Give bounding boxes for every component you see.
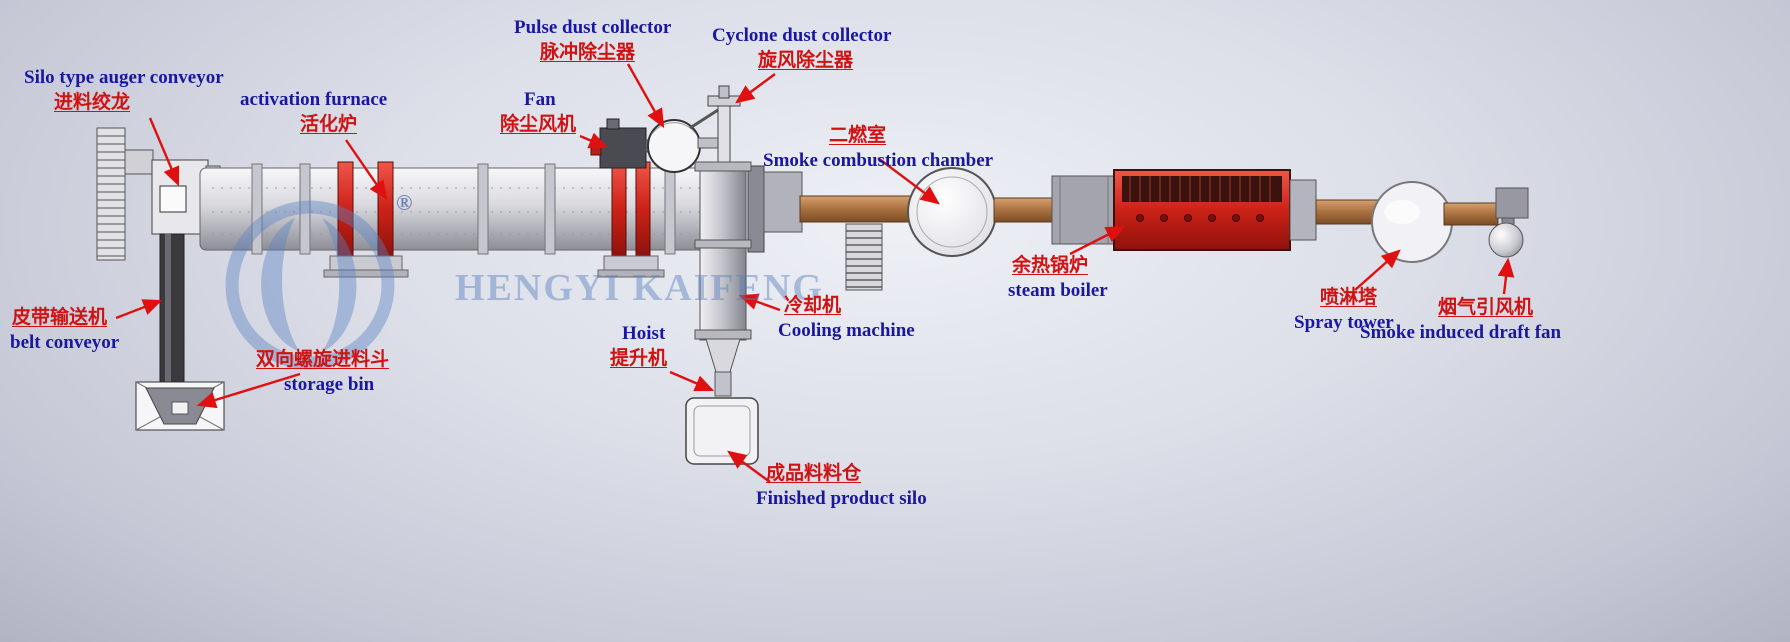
label-spray-tower: 喷淋塔 Spray tower — [1294, 286, 1394, 335]
label-en-spray-tower: Spray tower — [1294, 311, 1394, 333]
label-belt-conveyor: 皮带输送机 belt conveyor — [10, 306, 119, 355]
bucket-elevator-drawing — [96, 127, 154, 261]
label-smoke-induced-draft-fan: 烟气引风机 Smoke induced draft fan — [1360, 296, 1561, 345]
label-hoist: Hoist 提升机 — [610, 322, 667, 371]
label-en-combustion-chamber: Smoke combustion chamber — [763, 149, 994, 171]
label-en-finished-product-silo: Finished product silo — [756, 487, 927, 509]
label-en-pulse-dust-collector: Pulse dust collector — [514, 17, 672, 38]
label-arrows — [115, 63, 1515, 483]
label-zh-fan: 除尘风机 — [500, 113, 577, 135]
label-zh-belt-conveyor: 皮带输送机 — [12, 307, 108, 328]
label-zh-pulse-dust-collector: 脉冲除尘器 — [540, 41, 636, 63]
combustion-chamber-drawing — [907, 167, 1057, 257]
label-silo-type-auger-conveyor: Silo type auger conveyor 进料绞龙 — [24, 66, 224, 115]
label-en-steam-boiler: steam boiler — [1008, 279, 1108, 301]
boiler-outlet-pipe-drawing — [1315, 199, 1381, 225]
label-zh-cyclone-dust-collector: 旋风除尘器 — [758, 49, 854, 71]
cyclone-dust-collector-drawing — [689, 85, 741, 169]
label-zh-steam-boiler: 余热锅炉 — [1012, 255, 1089, 276]
registered-trademark-symbol: ® — [396, 190, 413, 215]
label-zh-induced-draft-fan: 烟气引风机 — [1438, 297, 1534, 318]
label-cyclone-dust-collector: Cyclone dust collector 旋风除尘器 — [712, 24, 891, 73]
kiln-outlet-drawing — [747, 165, 915, 291]
label-zh-cooling-machine: 冷却机 — [784, 295, 842, 316]
label-zh-storage-bin: 双向螺旋进料斗 — [256, 349, 390, 370]
label-zh-spray-tower: 喷淋塔 — [1320, 287, 1378, 308]
label-zh-silo-auger: 进料绞龙 — [54, 91, 131, 113]
label-cooling-machine: 冷却机 Cooling machine — [778, 294, 915, 343]
label-finished-product-silo: 成品料料仓 Finished product silo — [756, 462, 927, 511]
label-en-storage-bin: storage bin — [284, 373, 375, 395]
label-en-cyclone-dust-collector: Cyclone dust collector — [712, 25, 892, 46]
label-en-hoist: Hoist — [622, 323, 666, 344]
steam-boiler-drawing — [1051, 169, 1317, 251]
label-en-belt-conveyor: belt conveyor — [10, 331, 120, 353]
label-zh-combustion-chamber: 二燃室 — [829, 125, 887, 146]
label-en-silo-auger: Silo type auger conveyor — [24, 67, 224, 88]
watermark-logo — [225, 200, 395, 370]
label-en-activation-furnace: activation furnace — [240, 89, 388, 110]
label-steam-boiler: 余热锅炉 steam boiler — [1008, 254, 1108, 303]
label-en-induced-draft-fan: Smoke induced draft fan — [1360, 321, 1562, 343]
label-smoke-combustion-chamber: 二燃室 Smoke combustion chamber — [763, 124, 993, 173]
label-en-fan: Fan — [524, 89, 556, 110]
label-zh-hoist: 提升机 — [610, 347, 668, 369]
pulse-dust-collector-drawing — [647, 119, 719, 173]
cooling-machine-drawing — [694, 161, 752, 397]
label-pulse-dust-collector: Pulse dust collector 脉冲除尘器 — [514, 16, 671, 65]
label-zh-activation-furnace: 活化炉 — [300, 113, 358, 135]
label-storage-bin: 双向螺旋进料斗 storage bin — [256, 348, 389, 397]
induced-draft-fan-drawing — [1488, 187, 1529, 258]
spray-tower-drawing — [1371, 181, 1499, 263]
label-activation-furnace: activation furnace 活化炉 — [240, 88, 387, 137]
belt-conveyor-drawing — [159, 233, 185, 385]
finished-product-silo-drawing — [685, 397, 759, 465]
label-en-cooling-machine: Cooling machine — [778, 319, 915, 341]
label-zh-finished-product-silo: 成品料料仓 — [766, 463, 862, 484]
storage-bin-drawing — [135, 381, 225, 431]
activation-furnace-kiln-drawing — [199, 161, 715, 278]
label-fan: Fan 除尘风机 — [500, 88, 576, 137]
watermark-brand-text: HENGYI KAIFENG — [455, 267, 824, 309]
